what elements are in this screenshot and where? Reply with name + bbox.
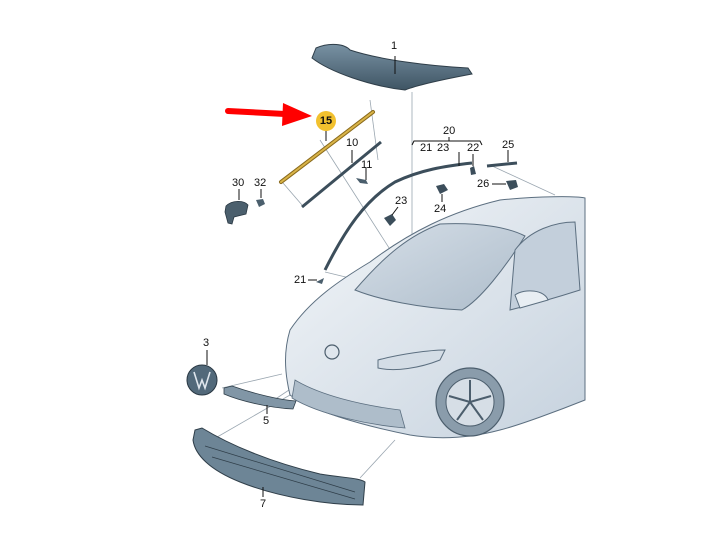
- label-part-32: 32: [254, 177, 267, 189]
- part-21-clip: [308, 278, 324, 284]
- part-11-clip: [356, 168, 368, 184]
- label-part-21-group: 21: [420, 142, 433, 154]
- part-30-cover: [224, 189, 249, 225]
- highlighted-part-15-badge: 15: [316, 111, 336, 131]
- label-part-24: 24: [434, 203, 447, 215]
- part-1-spoiler: [311, 43, 473, 91]
- part-20-pillar-strip: [323, 137, 483, 271]
- part-22-clip: [470, 154, 476, 175]
- label-part-10: 10: [346, 137, 359, 149]
- part-32-clip: [256, 189, 265, 207]
- label-part-1: 1: [391, 40, 398, 52]
- part-3-emblem: [186, 350, 218, 396]
- vehicle-illustration: [285, 196, 586, 439]
- label-part-23-group: 23: [437, 142, 450, 154]
- label-part-25: 25: [502, 139, 515, 151]
- label-part-20: 20: [443, 125, 456, 137]
- label-part-23: 23: [395, 195, 408, 207]
- label-part-30: 30: [232, 177, 245, 189]
- part-10-strip: [301, 140, 382, 209]
- label-part-26: 26: [477, 178, 490, 190]
- part-25-strip: [486, 150, 518, 168]
- part-26-clip: [492, 180, 518, 190]
- highlight-arrow: [225, 103, 312, 126]
- label-part-7: 7: [260, 498, 267, 510]
- label-part-3: 3: [203, 337, 210, 349]
- label-part-5: 5: [263, 415, 270, 427]
- part-23-clip: [384, 206, 399, 226]
- part-7-lower-grille: [192, 427, 366, 506]
- part-24-clip: [436, 184, 448, 202]
- part-5-trim: [223, 385, 297, 414]
- label-part-11: 11: [361, 159, 373, 171]
- label-part-22: 22: [467, 142, 480, 154]
- label-part-21: 21: [294, 274, 307, 286]
